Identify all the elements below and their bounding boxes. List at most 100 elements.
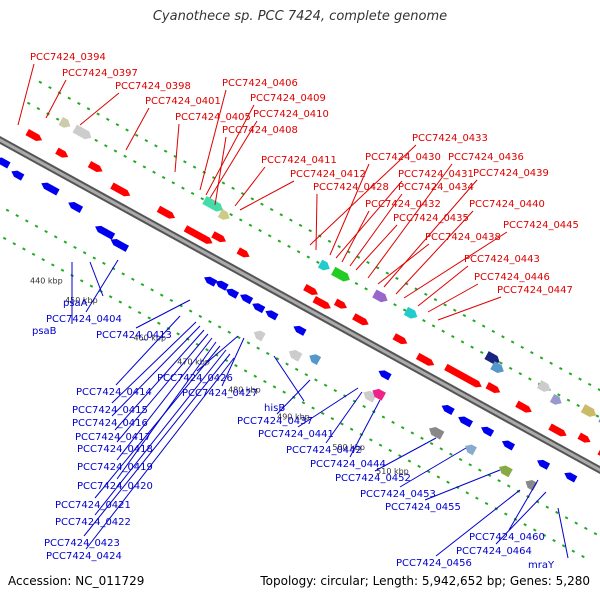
track-guide-dot <box>518 372 523 376</box>
track-guide-dot <box>581 554 585 559</box>
scale-label: 460 kbp <box>133 333 166 342</box>
track-guide-dot <box>246 341 251 345</box>
track-guide-dot <box>508 366 513 370</box>
reverse-label-leader <box>276 379 311 415</box>
reverse-gene-label: PCC7424_0415 <box>72 405 148 416</box>
reverse-gene-label: PCC7424_0413 <box>96 330 172 341</box>
track-guide-dot <box>192 165 197 169</box>
forward-gene <box>236 247 250 258</box>
track-guide-dot <box>152 170 156 174</box>
reverse-gene <box>309 354 322 366</box>
track-guide-dot <box>557 393 561 397</box>
reverse-label-leader <box>297 387 359 428</box>
accession-text: Accession: NC_011729 <box>8 574 145 588</box>
track-guide-dot <box>460 340 465 344</box>
forward-gene-label: PCC7424_0436 <box>448 152 524 163</box>
track-guide-dot <box>258 228 262 233</box>
track-guide-dot <box>568 372 573 376</box>
reverse-gene <box>252 303 266 314</box>
track-guide-dot <box>171 181 176 185</box>
track-guide-dot <box>296 250 301 254</box>
reverse-gene <box>288 349 303 362</box>
forward-gene-label: PCC7424_0428 <box>313 182 389 193</box>
track-guide-dot <box>94 138 99 143</box>
track-guide-dot <box>475 496 479 500</box>
forward-gene-label: PCC7424_0410 <box>253 109 329 120</box>
track-guide-dot <box>41 258 45 262</box>
scale-label: 440 kbp <box>30 277 63 286</box>
track-guide-dot <box>340 422 344 426</box>
track-guide-dot <box>60 268 65 272</box>
track-guide-dot <box>449 452 453 456</box>
reverse-gene-label: PCC7424_0453 <box>360 489 436 500</box>
reverse-label-leader <box>221 337 245 387</box>
forward-gene <box>352 313 369 326</box>
track-guide-dot <box>102 261 106 265</box>
reverse-gene-label: psaB <box>32 326 57 337</box>
forward-gene-label: PCC7424_0405 <box>175 112 251 123</box>
forward-gene-label: PCC7424_0433 <box>412 133 488 144</box>
track-guide-dot <box>479 350 484 355</box>
track-guide-dot <box>576 403 580 408</box>
reverse-label-leader <box>116 337 213 461</box>
forward-gene <box>58 116 71 128</box>
reverse-gene <box>293 325 307 336</box>
track-guide-dot <box>542 533 547 537</box>
track-guide-dot <box>287 244 291 249</box>
track-guide-dot <box>549 361 553 365</box>
track-guide-dot <box>497 479 501 483</box>
track-guide-dot <box>134 133 139 137</box>
reverse-label-leader <box>85 357 235 550</box>
track-guide-dot <box>243 369 248 373</box>
track-guide-dot <box>472 319 476 323</box>
forward-gene <box>577 432 591 443</box>
reverse-label-leader <box>435 489 521 557</box>
reverse-gene-label: PCC7424_0419 <box>77 462 153 473</box>
forward-gene-label: PCC7424_0394 <box>30 52 106 63</box>
genome-backbone <box>0 138 600 472</box>
track-guide-dot <box>349 427 354 431</box>
track-guide-dot <box>436 475 441 479</box>
reverse-gene <box>68 201 84 213</box>
track-guide-dot <box>53 235 58 239</box>
track-guide-dot <box>55 117 60 121</box>
reverse-gene <box>525 479 538 491</box>
track-guide-dot <box>253 374 258 378</box>
track-guide-dot <box>26 101 31 105</box>
track-guide-dot <box>587 382 592 387</box>
track-guide-dot <box>499 361 503 365</box>
reverse-label-leader <box>83 353 231 537</box>
track-guide-dot <box>308 229 312 233</box>
forward-gene-label: PCC7424_0440 <box>469 199 545 210</box>
forward-label-leader <box>174 123 180 173</box>
reverse-label-leader <box>115 315 181 386</box>
forward-gene-label: PCC7424_0406 <box>222 78 298 89</box>
track-guide-dot <box>320 411 325 415</box>
track-guide-dot <box>306 255 311 259</box>
track-guide-dot <box>289 218 293 222</box>
track-guide-dot <box>79 279 84 283</box>
track-guide-dot <box>272 385 277 389</box>
track-guide-dot <box>468 463 472 467</box>
forward-gene-label: PCC7424_0412 <box>290 169 366 180</box>
track-guide-dot <box>555 510 559 515</box>
reverse-gene <box>499 465 513 478</box>
reverse-gene-label: PCC7424_0455 <box>385 502 461 513</box>
reverse-gene-label: PCC7424_0464 <box>456 546 532 557</box>
track-guide-dot <box>388 448 392 453</box>
reverse-gene-label: PCC7424_0441 <box>258 429 334 440</box>
reverse-gene <box>0 157 11 169</box>
reverse-label-leader <box>85 259 119 313</box>
track-guide-dot <box>159 293 164 297</box>
track-guide-dot <box>362 404 366 409</box>
track-guide-dot <box>86 107 91 111</box>
track-guide-dot <box>260 202 264 206</box>
track-guide-dot <box>279 213 284 217</box>
track-guide-dot <box>48 85 52 90</box>
track-guide-dot <box>108 295 113 299</box>
track-guide-dot <box>12 242 17 246</box>
forward-gene <box>597 449 600 456</box>
forward-gene <box>415 352 435 366</box>
track-guide-dot <box>250 197 255 201</box>
